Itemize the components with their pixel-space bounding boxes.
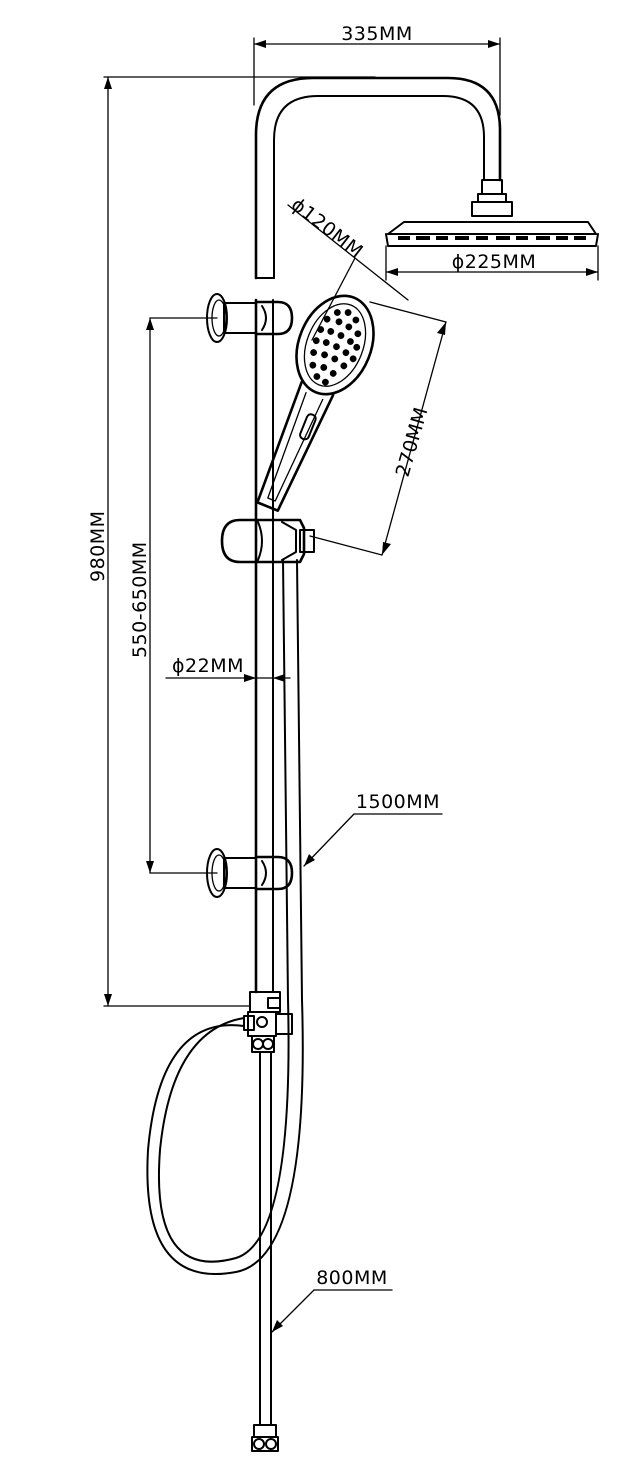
hand-length-label: 270MM — [392, 405, 433, 480]
rail-diameter-label: ϕ22MM — [172, 655, 244, 677]
overhead-shower-head: ϕ225MM — [385, 179, 599, 281]
hand-spray-holes — [309, 309, 362, 386]
hand-diameter-label: ϕ120MM — [287, 194, 367, 263]
sliding-bracket — [149, 317, 315, 874]
bracket-range-label: 550-650MM — [129, 541, 151, 658]
top-width-dimension: 335MM — [253, 23, 501, 116]
diverter-valve — [243, 991, 293, 1053]
lower-wall-bracket — [149, 848, 294, 898]
hand-length-dimension: 270MM — [309, 301, 447, 556]
rail-diameter-dimension: ϕ22MM — [165, 655, 291, 682]
top-width-label: 335MM — [341, 23, 413, 45]
inlet-nut — [251, 1424, 279, 1452]
total-height-dimension: 980MM — [87, 76, 376, 1007]
long-hose — [146, 559, 304, 1275]
head-diameter-label: ϕ225MM — [452, 251, 537, 273]
short-hose-label: 800MM — [316, 1267, 388, 1289]
hand-shower — [256, 294, 375, 512]
upper-wall-bracket — [149, 293, 294, 343]
bracket-range-dimension: 550-650MM — [129, 318, 154, 873]
spray-nozzles — [398, 236, 586, 240]
total-height-label: 980MM — [87, 510, 109, 582]
hand-diameter-dimension: ϕ120MM — [287, 194, 409, 341]
long-hose-label: 1500MM — [356, 791, 440, 813]
shower-rail — [254, 76, 502, 1426]
short-hose-leader: 800MM — [271, 1267, 393, 1333]
long-hose-leader: 1500MM — [303, 791, 443, 867]
